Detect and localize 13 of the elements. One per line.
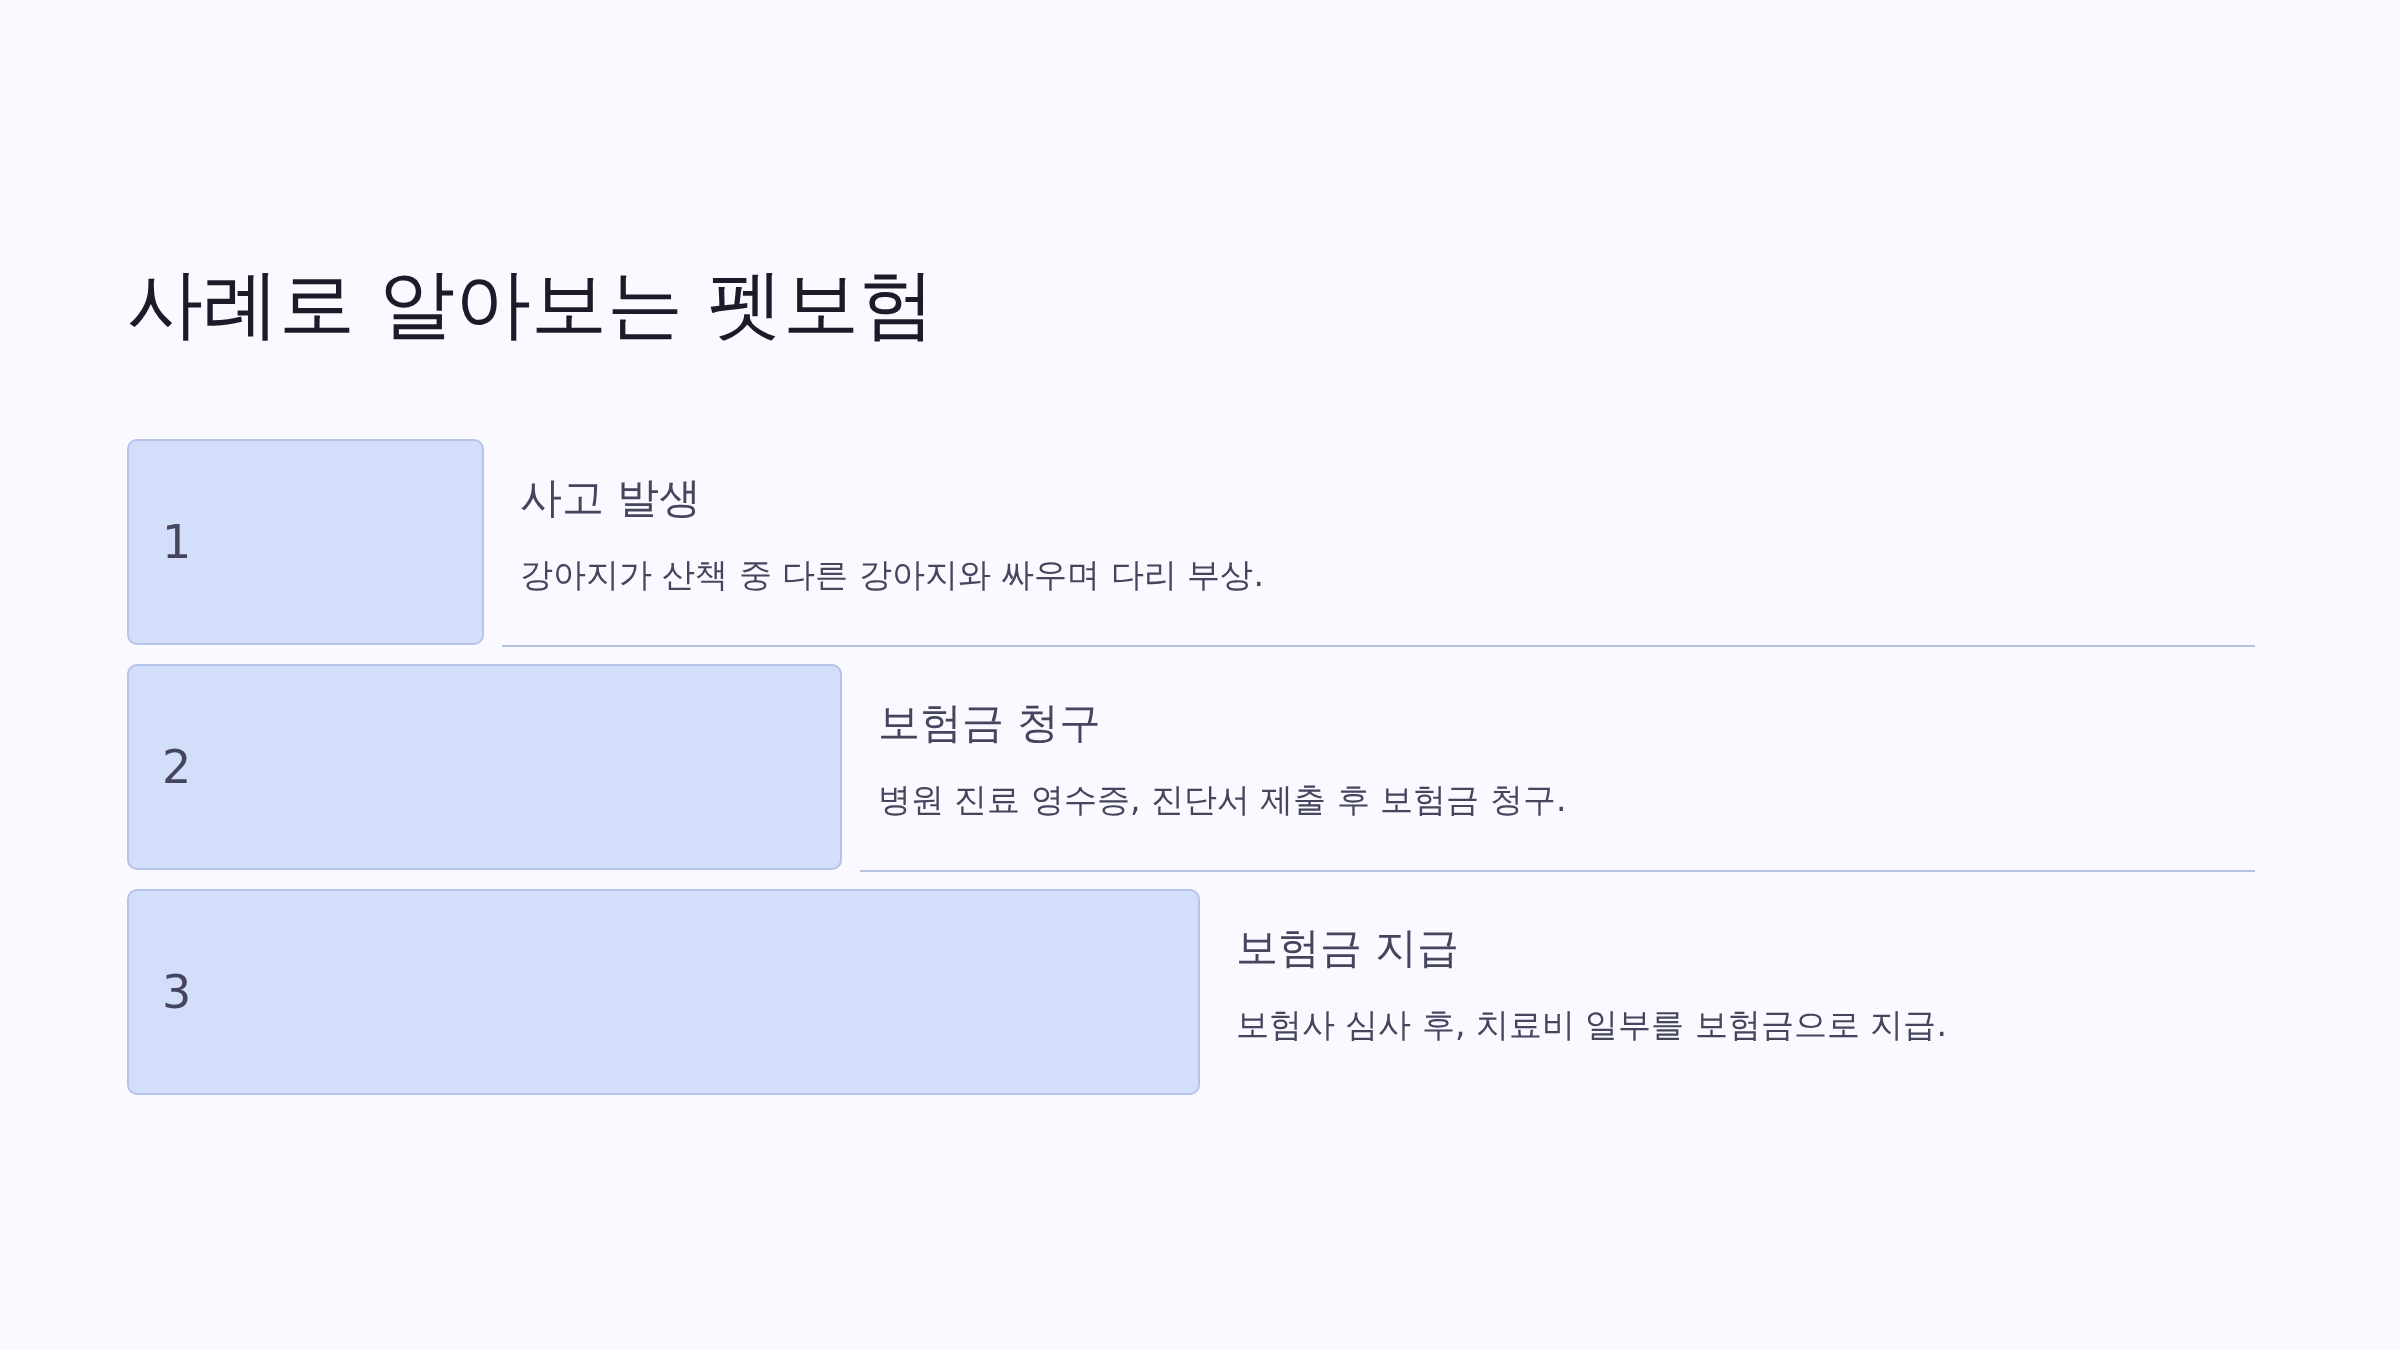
step-heading: 보험금 청구 <box>878 698 1102 749</box>
slide-title: 사례로 알아보는 펫보험 <box>127 258 936 350</box>
step-box <box>127 889 1200 1095</box>
step-description: 강아지가 산책 중 다른 강아지와 싸우며 다리 부상. <box>520 555 1264 595</box>
step-heading: 보험금 지급 <box>1236 923 1460 974</box>
step-description: 보험사 심사 후, 치료비 일부를 보험금으로 지급. <box>1236 1005 1947 1045</box>
step-heading: 사고 발생 <box>520 473 702 524</box>
step-number: 2 <box>162 744 192 790</box>
step-number: 3 <box>162 969 192 1015</box>
step-number: 1 <box>162 519 192 565</box>
step-description: 병원 진료 영수증, 진단서 제출 후 보험금 청구. <box>878 780 1567 820</box>
step-box <box>127 439 484 645</box>
step-box <box>127 664 842 870</box>
